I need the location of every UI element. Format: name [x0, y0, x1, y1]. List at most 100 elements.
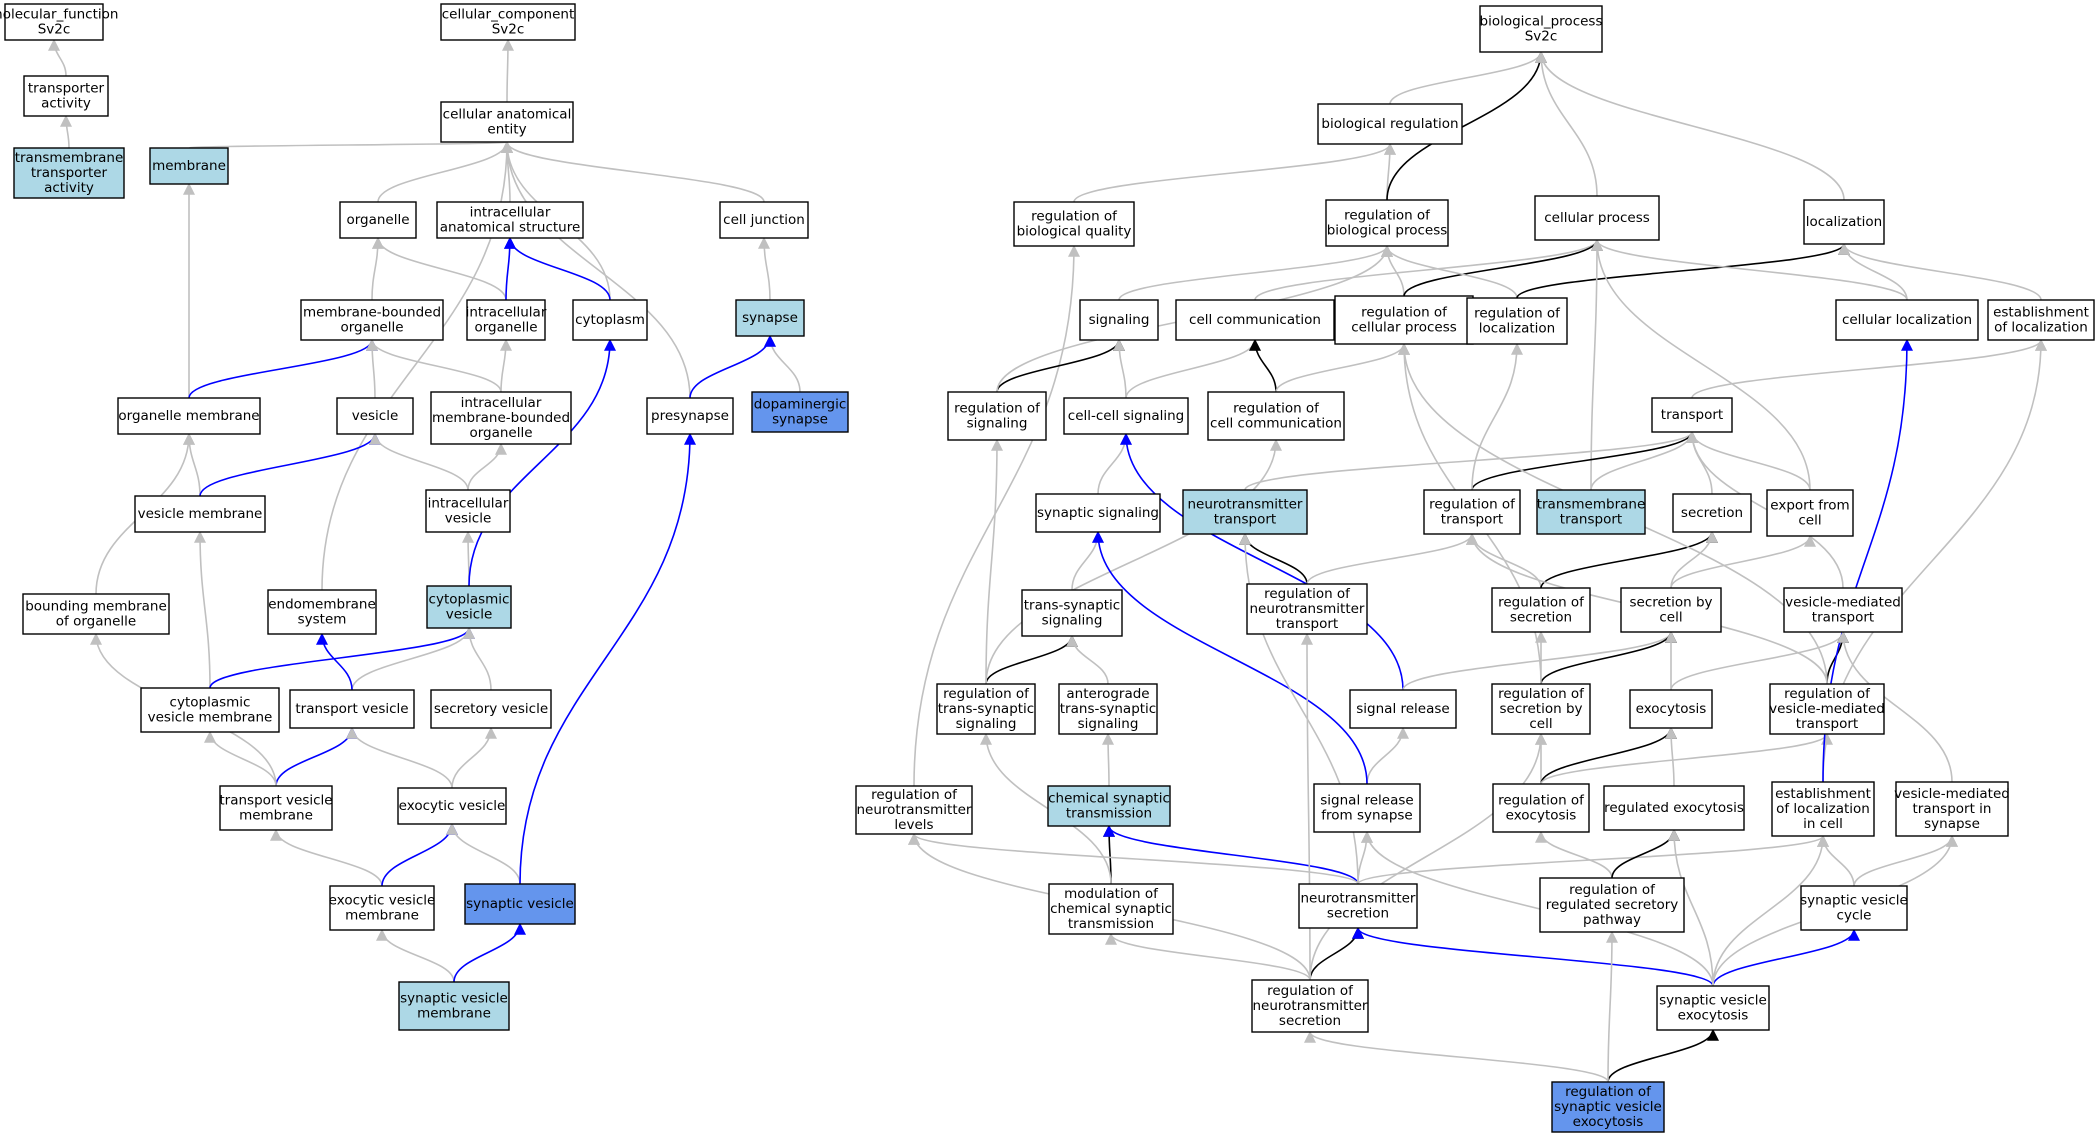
edge-srfs-to-ss [1092, 530, 1368, 785]
node-box [1491, 683, 1591, 735]
edge-rexo2-to-exo [1665, 726, 1678, 787]
edge-loc-to-bp [1535, 50, 1845, 201]
node-box [1620, 587, 1722, 633]
node-ves: vesicle [336, 397, 414, 435]
node-box [1298, 883, 1418, 929]
edge-rtss-to-rsig [985, 438, 1003, 685]
edge-cst-to-atss [1102, 732, 1115, 787]
edge-mbo-to-org [371, 236, 384, 301]
node-label: regulation of [1361, 305, 1448, 321]
edge-rsve-to-rrsp [1605, 930, 1618, 1083]
node-label: of organelle [56, 614, 136, 630]
node-box [1175, 299, 1335, 341]
node-box [23, 75, 109, 117]
edge-rsig-to-sig [996, 338, 1125, 393]
node-label: biological_process [1480, 14, 1603, 30]
node-rexo2: regulated exocytosis [1603, 785, 1745, 831]
node-label: membrane [417, 1006, 491, 1022]
node-label: exocytic vesicle [329, 893, 436, 909]
edge-imbo-to-io [499, 338, 512, 393]
node-label: neurotransmitter [1250, 601, 1365, 617]
node-pre: presynapse [646, 397, 734, 435]
node-box [336, 397, 414, 435]
node-label: in cell [1803, 816, 1843, 832]
edge-nts-to-rntl [908, 832, 1359, 885]
node-label: localization [1806, 214, 1882, 230]
node-box [397, 787, 507, 825]
node-box [1313, 783, 1421, 833]
edge-sv-to-ev [446, 822, 521, 885]
edge-tmt-to-tr [1590, 430, 1698, 491]
edge-sbc-to-sec [1670, 530, 1718, 589]
node-box [430, 689, 552, 729]
node-label: synaptic vesicle [400, 991, 508, 1007]
node-label: cellular_component [442, 7, 574, 23]
node-label: transport [1560, 512, 1622, 528]
node-box [140, 687, 280, 733]
edge-sr-to-ccs [1120, 432, 1404, 691]
node-label: regulation of [954, 401, 1041, 417]
node-label: regulation of [871, 787, 958, 803]
node-label: regulated secretory [1546, 897, 1679, 913]
node-ev: exocytic vesicle [397, 787, 507, 825]
edge-cvm-to-vm [194, 530, 211, 689]
node-box [1048, 883, 1174, 935]
node-label: organelle [346, 212, 409, 228]
edge-cp-to-bp [1535, 50, 1598, 197]
edge-iv-to-imbo [467, 442, 507, 491]
edge-rt-to-rloc [1471, 342, 1523, 491]
node-label: transport [1661, 407, 1723, 423]
node-label: exocytosis [1506, 808, 1577, 824]
node-box [1423, 489, 1521, 535]
node-label: transmembrane [15, 150, 124, 166]
node-label: organelle [340, 320, 403, 336]
node-sec: secretion [1672, 493, 1752, 533]
node-label: synaptic vesicle [1554, 1099, 1662, 1115]
edge-io-to-org [372, 236, 507, 301]
node-label: transmembrane [1537, 497, 1646, 513]
edge-org-to-cae [377, 140, 513, 203]
edge-svc-to-elic [1817, 834, 1855, 887]
edge-sve-to-nts [1352, 926, 1714, 987]
node-box [1895, 781, 2009, 837]
edge-tv-to-cv [351, 626, 475, 691]
node-label: regulation of [1264, 586, 1351, 602]
node-label: exocytosis [1678, 1008, 1749, 1024]
node-label: modulation of [1064, 886, 1159, 902]
node-label: regulation of [943, 686, 1030, 702]
node-label: organelle [474, 320, 537, 336]
node-label: synaptic vesicle [1659, 993, 1767, 1009]
edge-pre-to-syn [689, 334, 776, 399]
node-label: regulation of [1233, 401, 1320, 417]
edge-tvm-to-tv [275, 726, 358, 787]
edge-evm-to-tvm [270, 828, 383, 887]
edge-evm-to-ev [381, 822, 458, 887]
node-label: membrane-bounded [303, 305, 441, 321]
node-label: secretion by [1629, 595, 1712, 611]
edge-sve-to-svc [1712, 928, 1860, 987]
node-label: localization [1479, 321, 1555, 337]
edge-rntt-to-rt [1306, 532, 1478, 585]
node-label: signaling [956, 716, 1017, 732]
node-label: biological process [1327, 223, 1448, 239]
node-label: exocytosis [1636, 701, 1707, 717]
edge-syn-to-cj [758, 236, 771, 301]
node-label: signaling [1078, 716, 1139, 732]
node-box [1539, 877, 1685, 933]
node-box [13, 147, 125, 199]
node-label: regulation of [1498, 595, 1585, 611]
node-label: trans-synaptic [938, 701, 1034, 717]
edge-tta-to-ta [60, 114, 73, 149]
edge-rnts-to-mcst [1105, 932, 1311, 981]
edge-rtss-to-rcc [985, 438, 1282, 685]
